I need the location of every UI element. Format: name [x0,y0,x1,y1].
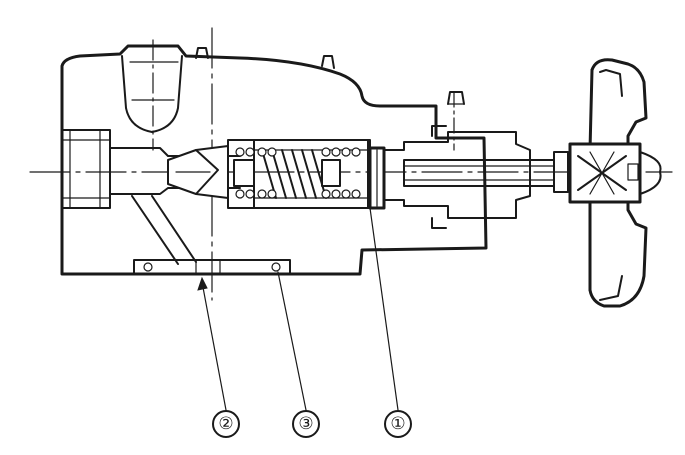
leader-lines [197,207,399,411]
bonnet-and-stem [383,91,569,229]
callout-3-label: ③ [298,414,313,434]
callout-2-label: ② [218,414,233,434]
callout-1-label: ① [390,414,405,434]
callout-1: ① [384,410,412,438]
spring-assembly [227,139,371,209]
handwheel [568,58,662,308]
callout-2: ② [212,410,240,438]
poppet-cone [167,145,229,199]
retaining-ring-part-1 [368,146,386,210]
callout-3: ③ [292,410,320,438]
